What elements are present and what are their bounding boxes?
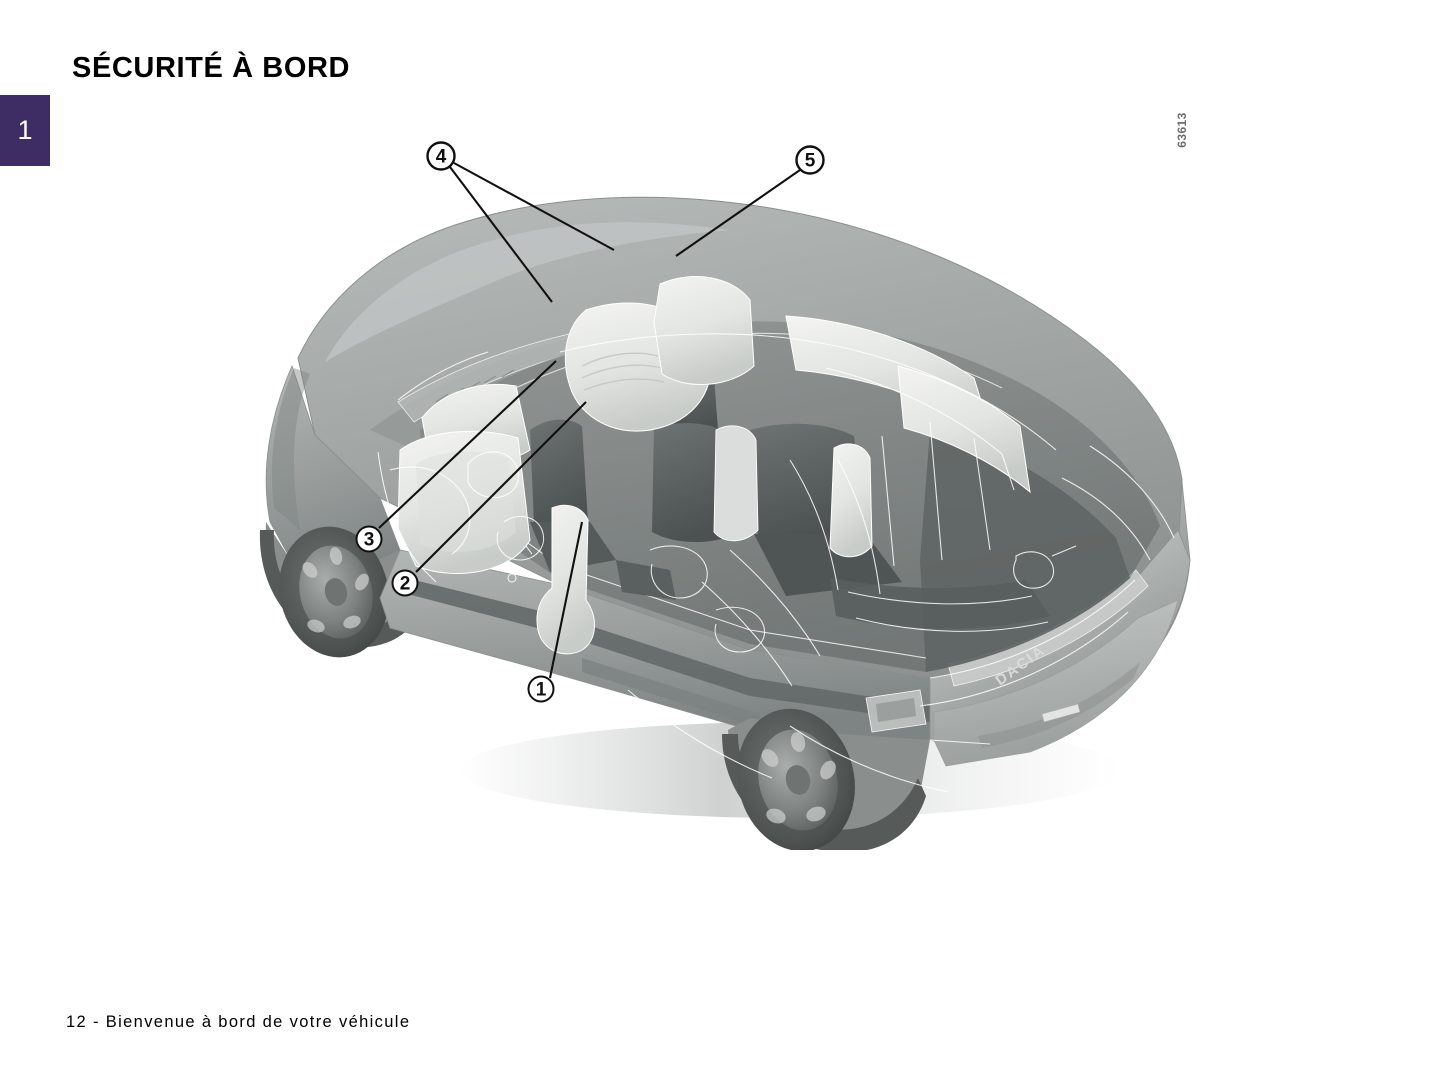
airbag-side-rear [897,365,1031,494]
transparency-wireframe [377,333,1175,793]
callout-badge-1: 1 [527,675,555,703]
callout-leaders [378,162,801,679]
front-seat-left [530,419,588,532]
airbag-side-front-shade [416,451,516,553]
leader-4a [449,166,553,303]
door-crease [582,658,760,728]
rear-wheel [737,708,855,850]
side-sill-strip [398,576,930,722]
roof-highlight [325,222,730,362]
bonnet-shade [271,368,310,530]
chapter-tab: 1 [0,95,50,166]
rear-end: DACIA [865,529,1191,767]
airbag-front-driver-folds [581,352,665,391]
callout-label-4: 4 [436,147,447,168]
leader-5 [675,169,801,257]
bumper-shade [978,662,1140,748]
airbag-bench-side [713,425,759,542]
airbag-thorax-driver [653,276,755,385]
centre-console [616,560,676,600]
leader-1 [548,521,584,679]
callout-label-5: 5 [805,151,816,172]
page-title: SÉCURITÉ À BORD [72,52,351,85]
vehicle-cutaway-svg: DACIA [259,141,1191,850]
airbag-side-rear-narrow [829,443,873,558]
leader-4b [453,162,615,251]
vehicle-body: DACIA [259,196,1191,850]
leader-2 [415,401,587,573]
callout-label-2: 2 [400,574,411,595]
callout-badge-4: 4 [426,141,456,171]
front-wheel [279,526,389,658]
callout-badge-2: 2 [391,569,419,597]
callout-label-3: 3 [364,530,375,551]
callout-badge-3: 3 [355,525,383,553]
leader-3 [378,360,557,529]
rear-bumper [933,599,1179,767]
callout-badge-5: 5 [795,145,825,175]
vehicle-airbag-illustration: DACIA [230,130,1230,850]
airbag-knee-front [536,504,595,655]
page-footer: 12 - Bienvenue à bord de votre véhicule [66,1013,411,1031]
callout-label-1: 1 [536,680,547,701]
callouts: 1 2 3 4 [355,141,825,703]
tail-light-left-inner [876,698,916,722]
bumper-reflector [1041,703,1081,723]
